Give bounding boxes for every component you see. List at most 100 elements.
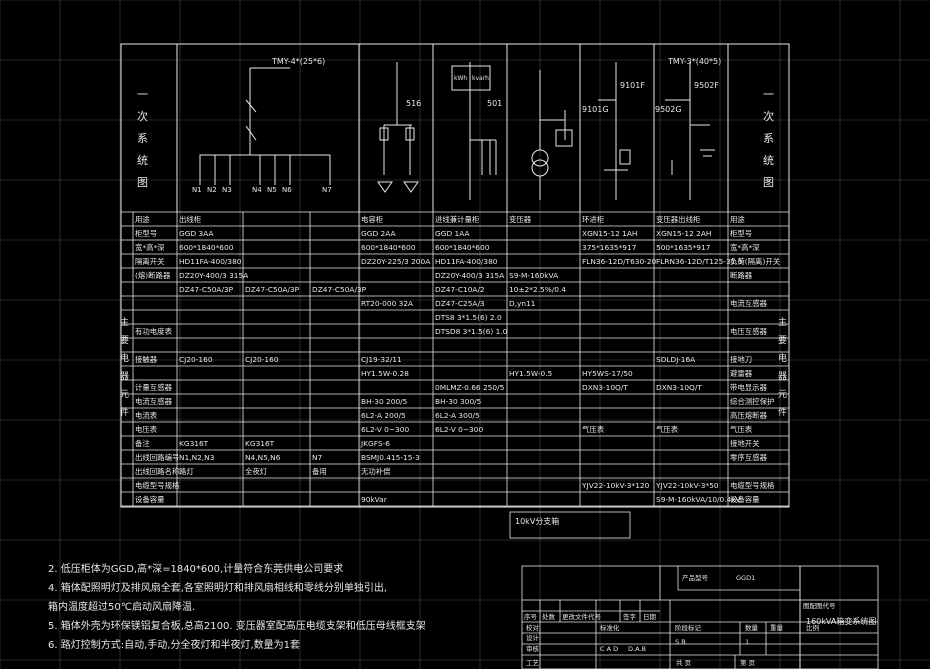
table-cell: DZ47-C50A/3P <box>312 285 367 294</box>
table-cell: CJ20-160 <box>245 355 279 364</box>
table-cell: FLRN36-12D/T125-31.5 <box>656 257 743 266</box>
table-cell: HD11FA-400/380 <box>435 257 498 266</box>
table-cell: 路灯 <box>179 467 194 476</box>
branch-box-label: 10kV分支箱 <box>515 516 559 526</box>
side-char: 件 <box>120 406 129 418</box>
std-label: 标准化 <box>600 623 620 632</box>
table-cell: JKGFS-6 <box>360 439 390 448</box>
side-title-right: 一 次 系 统 图 <box>763 88 774 189</box>
table-cell: N7 <box>312 453 323 462</box>
page-label: 第 页 <box>740 658 756 667</box>
table-cell: DXN3-10Q/T <box>582 383 628 392</box>
table-cell: GGD 2AA <box>361 229 396 238</box>
table-cell: 气压表 <box>656 425 679 434</box>
table-cell: GGD 3AA <box>179 229 214 238</box>
table-cell: 0MLMZ-0.66 250/5 <box>435 383 505 392</box>
table-cell: RT20-000 32A <box>361 299 413 308</box>
table-cell: DZ47-C10A/2 <box>435 285 485 294</box>
feeder-tags: N1 N2 N3 N4 N5 N6 N7 <box>192 186 332 194</box>
branch-box: 10kV分支箱 <box>509 511 631 539</box>
table-cell: 断路器 <box>730 271 753 280</box>
switch-tag: 9101F <box>620 81 645 90</box>
table-cell: 柜型号 <box>730 229 752 238</box>
table-cell: DZ20Y-400/3 315A <box>435 271 504 280</box>
table-cell: 宽*高*深 <box>730 243 760 252</box>
side-char: 统 <box>137 154 148 167</box>
table-cell: 6L2-V 0~300 <box>435 425 483 434</box>
table-cell: 用途 <box>730 215 745 224</box>
feeder-tag: N7 <box>322 186 332 194</box>
rev-header: 签字 <box>623 612 637 621</box>
row-label: 宽*高*深 <box>135 243 165 252</box>
component-side-left: 主 要 电 器 元 件 <box>120 316 129 418</box>
side-char: 系 <box>137 132 148 145</box>
side-char: 要 <box>778 335 787 346</box>
table-cell: S9-M-160kVA <box>509 271 558 280</box>
feeder-tag: N2 <box>207 186 217 194</box>
table-cell: YJV22-10kV-3*50 <box>655 481 719 490</box>
table-cell: 变压器出线柜 <box>656 215 701 224</box>
table-cell: 零序互感器 <box>730 453 768 462</box>
table-cell: XGN15-12 1AH <box>582 229 637 238</box>
quantity-value: 1 <box>745 638 749 646</box>
side-char: 主 <box>778 316 787 328</box>
table-cell: N4,N5,N6 <box>245 453 281 462</box>
table-cell: 设备容量 <box>730 495 760 504</box>
table-cell: 375*1635*917 <box>582 243 637 252</box>
table-cell: FLN36-12D/T630-20 <box>582 257 657 266</box>
table-cell: CJ20-160 <box>179 355 213 364</box>
row-label: 隔离开关 <box>135 257 165 266</box>
note-line: 箱内温度超过50℃启动风扇降温. <box>48 602 196 613</box>
row-label: 电压表 <box>135 425 158 434</box>
table-cell: BH-30 300/5 <box>435 397 482 406</box>
table-cell: 500*1635*917 <box>656 243 711 252</box>
note-line: 6. 路灯控制方式:自动,手动,分全夜灯和半夜灯,数量为1套 <box>48 640 300 651</box>
table-cell: 600*1840*600 <box>179 243 234 252</box>
table-cell: DTS8 3*1.5(6) 2.0 <box>435 313 502 322</box>
table-cell: 6L2-A 200/5 <box>361 411 406 420</box>
table-cell: DXN3-10Q/T <box>656 383 702 392</box>
side-char: 器 <box>120 371 129 382</box>
meter-code: kWh <box>454 75 467 82</box>
table-cell: 电压互感器 <box>730 327 768 336</box>
table-cell: 无功补偿 <box>361 467 391 476</box>
side-char: 统 <box>763 154 774 167</box>
note-line: 2. 低压柜体为GGD,高*深=1840*600,计量符合东莞供电公司要求 <box>48 564 344 575</box>
feeder-tag: N6 <box>282 186 292 194</box>
component-table-grid <box>121 211 790 507</box>
table-cell: 电缆型号规格 <box>730 481 775 490</box>
title-block-text: 产品型号 GGD1 图配图代号 160kVA箱变系统图 序号 处数 更改文件代号… <box>524 573 876 667</box>
table-cell: 接地开关 <box>730 439 760 448</box>
table-cell: 综合测控保护 <box>730 397 774 406</box>
row-label: 接触器 <box>135 355 158 364</box>
row-label: 电流表 <box>135 411 158 420</box>
side-char: 器 <box>778 371 787 382</box>
component-side-right: 主 要 电 器 元 件 <box>778 316 787 418</box>
side-char: 一 <box>137 88 148 101</box>
stage-label: 阶段标记 <box>675 623 702 632</box>
switch-tags: 516 501 9101F 9101G 9502F 9502G <box>406 81 719 114</box>
feeder-tag: N4 <box>252 186 262 194</box>
side-char: 一 <box>763 88 774 101</box>
table-cell: DTSD8 3*1.5(6) 1.0 <box>435 327 508 336</box>
table-cell: 6L2-V 0~300 <box>361 425 409 434</box>
table-cell: 进线兼计量柜 <box>435 215 480 224</box>
table-cell: 全夜灯 <box>245 467 268 476</box>
rev-header: 序号 <box>524 612 538 621</box>
feeder-tag: N5 <box>267 186 277 194</box>
table-cell: 600*1840*600 <box>361 243 416 252</box>
table-cell: 带电显示器 <box>730 383 768 392</box>
table-cell: 负荷(隔离)开关 <box>730 257 781 266</box>
rev-header: 更改文件代号 <box>562 612 602 621</box>
row-label: 出线回路编号 <box>135 453 179 462</box>
busbar-label: TMY-3*(40*5) <box>667 57 721 66</box>
schematic-lines <box>176 44 729 212</box>
switch-tag: 9502G <box>655 105 682 114</box>
cad-value: D.A.B <box>628 645 646 653</box>
product-code-label: 产品型号 <box>682 573 709 582</box>
table-cell: 接地刀 <box>730 355 752 364</box>
table-cell: 避雷器 <box>730 369 753 378</box>
role-label: 工艺 <box>526 659 540 667</box>
sheet-label: 共 页 <box>676 658 692 667</box>
